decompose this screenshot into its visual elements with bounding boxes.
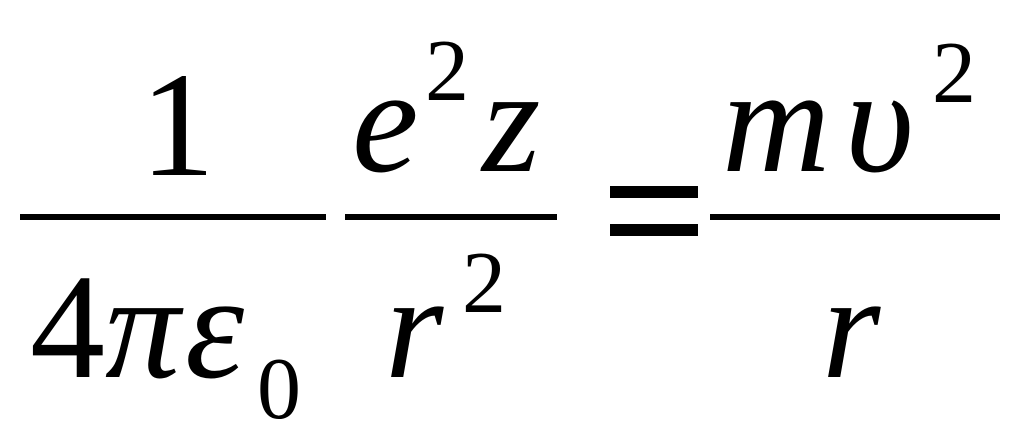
equals-lower-bar [610,224,698,236]
r-exponent: 2 [462,235,506,332]
epsilon-subscript: 0 [257,341,301,438]
coefficient-four: 4 [30,244,105,410]
pi-symbol: π [105,244,181,410]
mass-m: m [722,38,831,204]
e-exponent: 2 [425,23,469,120]
v-exponent: 2 [932,25,976,122]
radius-r: r [385,244,444,410]
fraction-bar-centripetal [710,214,1000,220]
velocity-v: υ [845,38,914,204]
equals-upper-bar [610,186,698,198]
charge-e: e [352,38,419,204]
epsilon-symbol: ε [185,244,245,410]
fraction-bar-coulomb [20,214,326,220]
radius-r-rhs: r [822,244,881,410]
atomic-number-z: z [482,38,541,204]
fraction-bar-charge [345,214,557,220]
numerator-one: 1 [140,42,215,208]
